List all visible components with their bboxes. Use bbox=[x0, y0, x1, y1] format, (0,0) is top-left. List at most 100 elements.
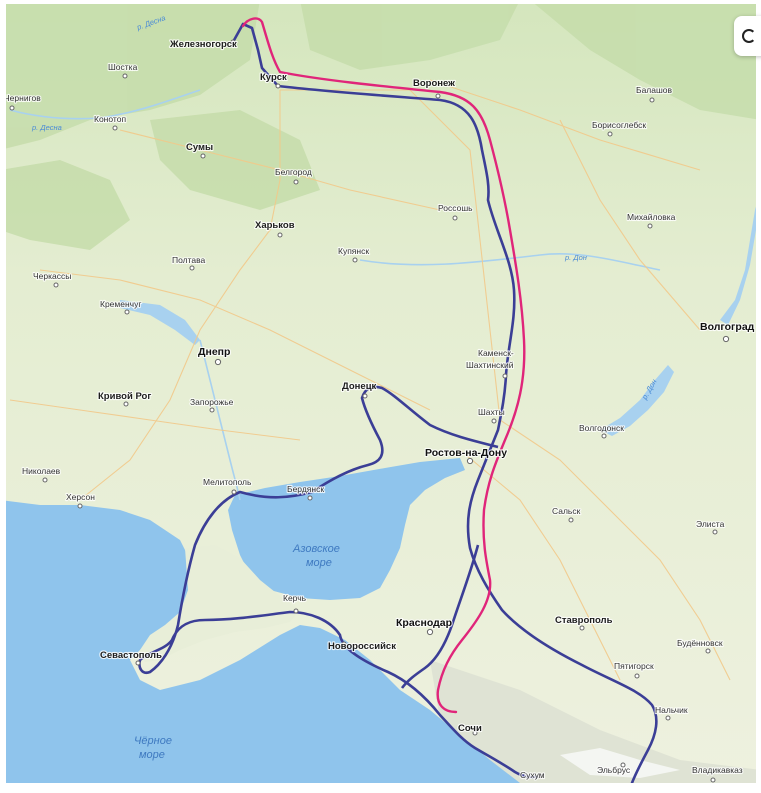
city-marker[interactable] bbox=[712, 529, 718, 535]
city-label[interactable]: Новороссийск bbox=[327, 640, 397, 653]
city-marker[interactable] bbox=[426, 628, 434, 636]
city-label[interactable]: Сочи bbox=[457, 722, 483, 735]
city-marker[interactable] bbox=[9, 105, 15, 111]
city-label[interactable]: Элиста bbox=[695, 518, 726, 530]
city-marker[interactable] bbox=[435, 93, 441, 99]
city-marker[interactable] bbox=[214, 358, 222, 366]
city-label[interactable]: Волгодонск bbox=[578, 422, 625, 434]
city-marker[interactable] bbox=[209, 407, 215, 413]
city-marker[interactable] bbox=[362, 393, 368, 399]
route-blue-branch-donetsk[interactable] bbox=[138, 385, 541, 779]
city-marker[interactable] bbox=[452, 215, 458, 221]
city-marker[interactable] bbox=[112, 125, 118, 131]
city-marker[interactable] bbox=[537, 773, 543, 779]
city-marker[interactable] bbox=[275, 83, 281, 89]
city-label[interactable]: Будённовск bbox=[676, 637, 724, 649]
city-marker[interactable] bbox=[502, 373, 508, 379]
city-label[interactable]: Россошь bbox=[437, 202, 474, 214]
city-label[interactable]: Волгоград bbox=[699, 320, 756, 334]
city-label[interactable]: Полтава bbox=[171, 254, 207, 266]
city-label[interactable]: Чернигов bbox=[3, 92, 42, 104]
city-marker[interactable] bbox=[722, 335, 730, 343]
city-label[interactable]: Нальчик bbox=[654, 704, 689, 716]
city-marker[interactable] bbox=[705, 648, 711, 654]
city-label[interactable]: Балашов bbox=[635, 84, 674, 96]
city-label[interactable]: Пятигорск bbox=[613, 660, 655, 672]
city-marker[interactable] bbox=[293, 179, 299, 185]
city-marker[interactable] bbox=[124, 309, 130, 315]
map-control-button[interactable] bbox=[734, 16, 761, 56]
city-label[interactable]: Шостка bbox=[107, 61, 139, 73]
city-label[interactable]: Воронеж bbox=[412, 77, 456, 90]
city-marker[interactable] bbox=[200, 153, 206, 159]
city-marker[interactable] bbox=[579, 625, 585, 631]
city-marker[interactable] bbox=[491, 418, 497, 424]
city-label[interactable]: Шахты bbox=[477, 406, 506, 418]
city-label[interactable]: Каменск- bbox=[477, 347, 515, 359]
city-marker[interactable] bbox=[649, 97, 655, 103]
city-marker[interactable] bbox=[341, 641, 347, 647]
city-marker[interactable] bbox=[277, 232, 283, 238]
city-marker[interactable] bbox=[77, 503, 83, 509]
city-marker[interactable] bbox=[665, 715, 671, 721]
city-marker[interactable] bbox=[607, 131, 613, 137]
city-marker[interactable] bbox=[352, 257, 358, 263]
city-label[interactable]: Кривой Рог bbox=[97, 390, 153, 403]
city-marker[interactable] bbox=[307, 495, 313, 501]
route-blue[interactable] bbox=[231, 22, 658, 785]
city-label[interactable]: Мелитополь bbox=[202, 476, 253, 488]
city-label[interactable]: Запорожье bbox=[189, 396, 235, 408]
city-marker[interactable] bbox=[647, 223, 653, 229]
city-marker[interactable] bbox=[135, 660, 141, 666]
city-marker[interactable] bbox=[710, 777, 716, 783]
city-label[interactable]: Ростов-на-Дону bbox=[424, 446, 508, 460]
city-label[interactable]: Керчь bbox=[282, 592, 308, 604]
city-label[interactable]: Бердянск bbox=[286, 483, 326, 495]
city-label[interactable]: Купянск bbox=[337, 245, 371, 257]
city-label[interactable]: Эльбрус bbox=[596, 764, 632, 776]
city-marker[interactable] bbox=[620, 762, 626, 768]
city-label[interactable]: Днепр bbox=[197, 345, 232, 359]
city-marker[interactable] bbox=[230, 39, 236, 45]
city-label[interactable]: Михайловка bbox=[626, 211, 677, 223]
city-marker[interactable] bbox=[42, 477, 48, 483]
city-marker[interactable] bbox=[472, 730, 478, 736]
city-label[interactable]: Севастополь bbox=[99, 649, 163, 662]
city-label[interactable]: Донецк bbox=[341, 380, 378, 393]
city-label[interactable]: Херсон bbox=[65, 491, 96, 503]
city-label[interactable]: Краснодар bbox=[395, 616, 453, 630]
city-label[interactable]: Шахтинский bbox=[465, 359, 515, 371]
city-marker[interactable] bbox=[231, 489, 237, 495]
city-label[interactable]: Харьков bbox=[254, 219, 296, 232]
city-label[interactable]: Белгород bbox=[274, 166, 313, 178]
city-label[interactable]: Конотоп bbox=[93, 113, 128, 125]
city-label[interactable]: Владикавказ bbox=[691, 764, 744, 776]
city-marker[interactable] bbox=[634, 673, 640, 679]
city-marker[interactable] bbox=[123, 401, 129, 407]
circle-arrow-icon bbox=[742, 29, 756, 43]
city-label[interactable]: Кременчуг bbox=[99, 298, 143, 310]
city-marker[interactable] bbox=[568, 517, 574, 523]
road-network bbox=[9, 79, 731, 681]
city-label[interactable]: Сумы bbox=[185, 141, 214, 154]
city-label[interactable]: Курск bbox=[259, 71, 288, 84]
city-label[interactable]: Железногорск bbox=[168, 38, 238, 51]
city-marker[interactable] bbox=[293, 608, 299, 614]
route-blue-branch-krasnodar[interactable] bbox=[400, 544, 480, 689]
route-pink[interactable] bbox=[241, 17, 526, 714]
city-marker[interactable] bbox=[53, 282, 59, 288]
city-markers bbox=[9, 39, 730, 783]
city-label[interactable]: Борисоглебск bbox=[591, 119, 648, 131]
city-label[interactable]: Николаев bbox=[21, 465, 62, 477]
river-label-desna-2: р. Десна bbox=[31, 123, 62, 132]
city-label[interactable]: Сальск bbox=[551, 505, 582, 517]
city-label[interactable]: Черкассы bbox=[32, 270, 73, 282]
city-marker[interactable] bbox=[122, 73, 128, 79]
city-marker[interactable] bbox=[466, 457, 474, 465]
city-marker[interactable] bbox=[601, 433, 607, 439]
city-label[interactable]: Сухум bbox=[519, 769, 546, 781]
city-marker[interactable] bbox=[189, 265, 195, 271]
city-label[interactable]: Ставрополь bbox=[554, 614, 614, 627]
